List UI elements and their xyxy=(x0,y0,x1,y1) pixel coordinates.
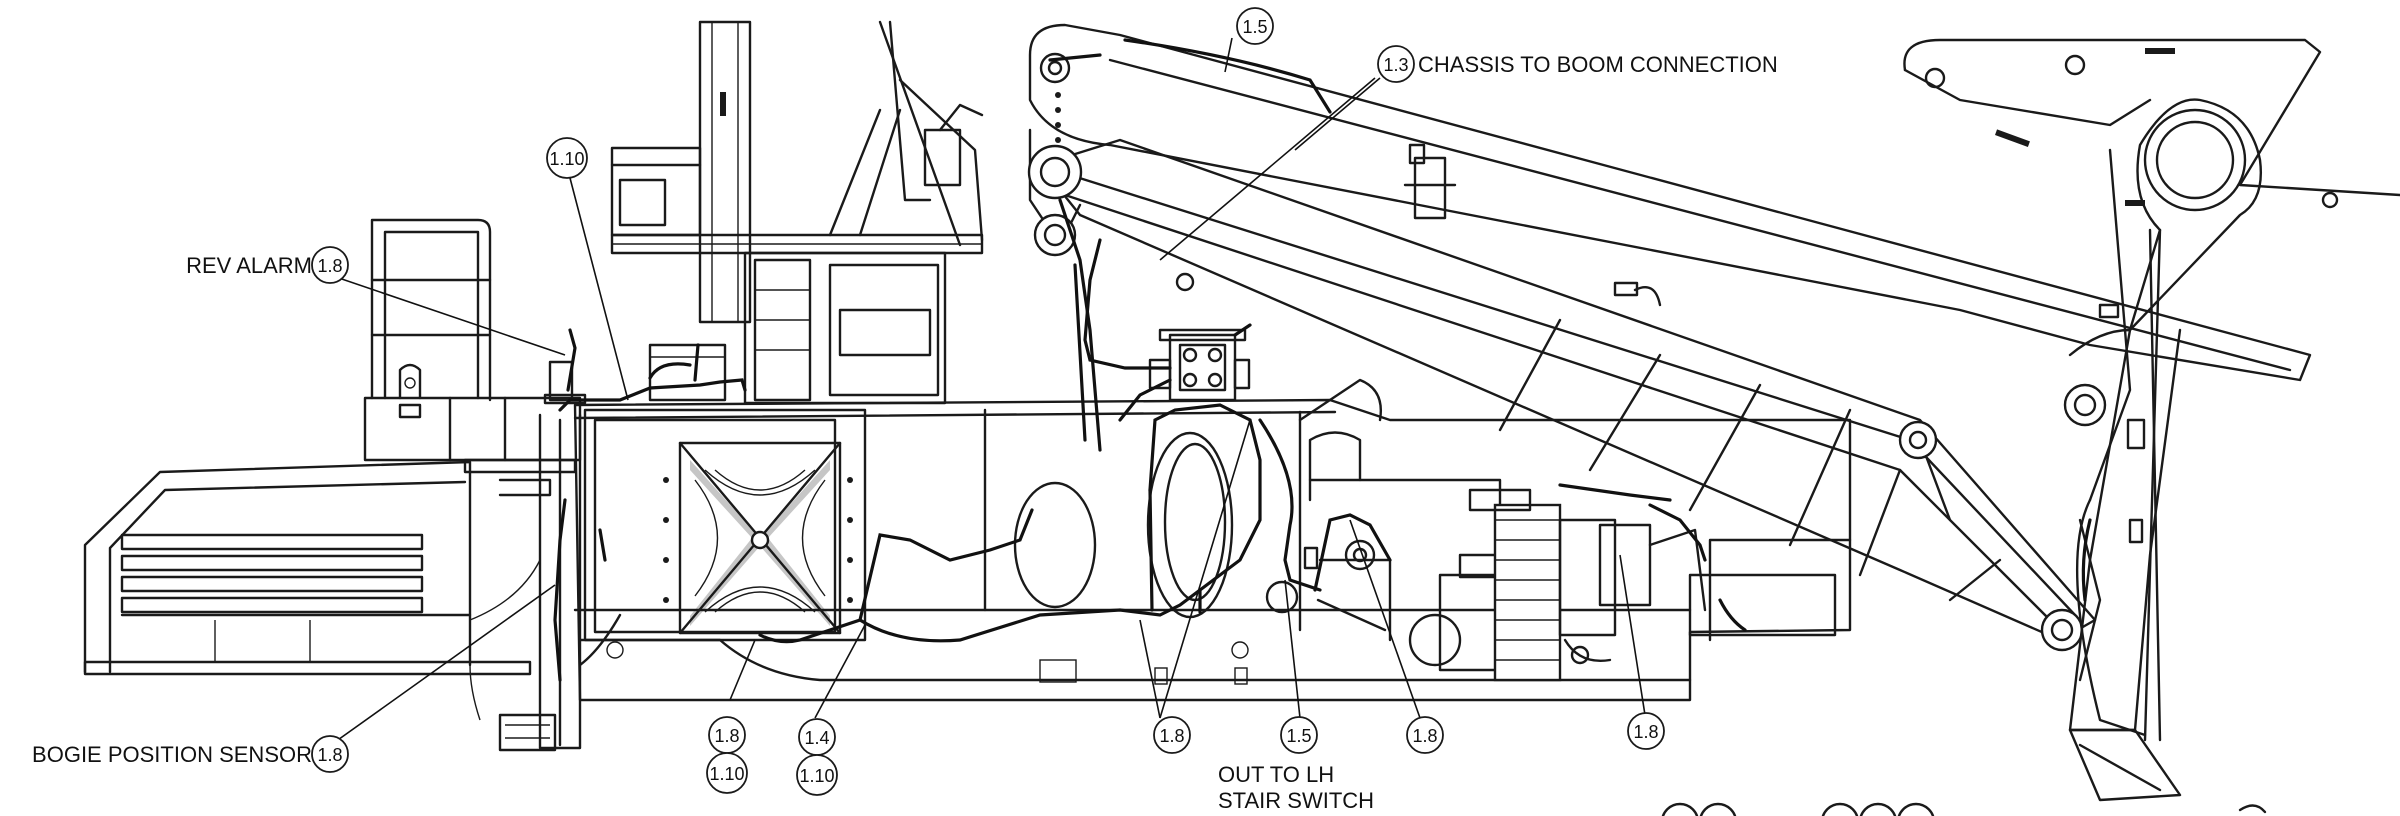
valve-block xyxy=(1148,328,1251,402)
label-out-to-lh: OUT TO LH xyxy=(1218,762,1334,787)
svg-text:1.3: 1.3 xyxy=(1383,55,1408,75)
svg-text:1.8: 1.8 xyxy=(317,256,342,276)
svg-text:1.10: 1.10 xyxy=(549,149,584,169)
radiator xyxy=(583,408,867,642)
boom-head xyxy=(1903,38,2400,814)
wire-harness xyxy=(553,38,2092,682)
svg-text:1.8: 1.8 xyxy=(317,745,342,765)
svg-text:1.8: 1.8 xyxy=(1633,722,1658,742)
svg-text:1.4: 1.4 xyxy=(804,728,829,748)
callout-b6: 1.8 xyxy=(1627,712,1665,750)
bogie-assembly xyxy=(469,413,582,752)
callout-top-boom: 1.5 xyxy=(1236,7,1274,45)
svg-text:1.10: 1.10 xyxy=(709,764,744,784)
label-chassis-to-boom: CHASSIS TO BOOM CONNECTION xyxy=(1418,52,1778,77)
label-bogie-position-sensor: BOGIE POSITION SENSOR xyxy=(32,742,312,767)
callout-bogie: 1.8 xyxy=(311,735,349,773)
callout-platform: 1.10 xyxy=(546,137,588,179)
callout-chassis-boom: 1.3 xyxy=(1377,45,1415,83)
callout-b2-lower: 1.10 xyxy=(796,754,838,796)
engine xyxy=(1265,488,1707,682)
callout-b5: 1.8 xyxy=(1406,716,1444,754)
svg-text:1.5: 1.5 xyxy=(1242,17,1267,37)
leader-lines xyxy=(329,37,1646,743)
callout-rev-alarm: 1.8 xyxy=(311,246,349,284)
label-stair-switch: STAIR SWITCH xyxy=(1218,788,1374,813)
cropped-callouts xyxy=(1661,802,1935,816)
operator-tower xyxy=(610,20,984,405)
boom xyxy=(1027,23,2312,652)
svg-text:1.8: 1.8 xyxy=(1159,726,1184,746)
svg-text:1.10: 1.10 xyxy=(799,766,834,786)
callout-b2-upper: 1.4 xyxy=(798,718,836,756)
label-rev-alarm: REV ALARM xyxy=(186,253,312,278)
callout-b4: 1.5 xyxy=(1280,716,1318,754)
callout-b1-upper: 1.8 xyxy=(708,716,746,754)
svg-text:1.8: 1.8 xyxy=(714,726,739,746)
rear-stair xyxy=(83,458,577,676)
rear-platform xyxy=(363,218,587,462)
svg-text:1.8: 1.8 xyxy=(1412,726,1437,746)
svg-text:1.5: 1.5 xyxy=(1286,726,1311,746)
callout-b3: 1.8 xyxy=(1153,716,1191,754)
callout-b1-lower: 1.10 xyxy=(706,752,748,794)
